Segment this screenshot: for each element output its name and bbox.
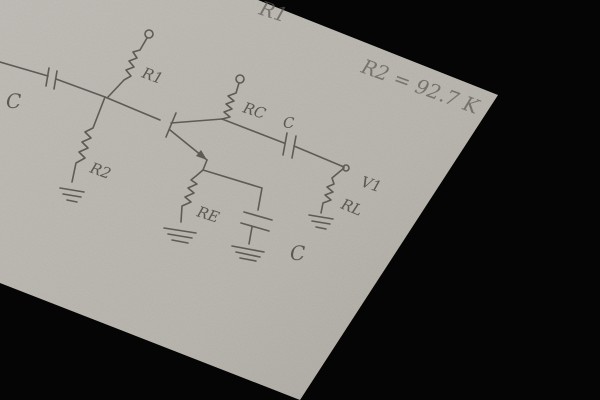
- label-c-out: C: [283, 114, 295, 132]
- paper-grain: [0, 0, 498, 400]
- resistor-rc: [221, 74, 245, 120]
- emitter-bus: [202, 169, 263, 211]
- base-wire: [104, 96, 161, 121]
- resistor-re: [163, 169, 204, 244]
- transistor-bjt: [165, 112, 223, 161]
- bypass-capacitor: [231, 211, 273, 262]
- resistor-r2: [59, 96, 106, 203]
- label-c-in: C: [6, 89, 21, 113]
- resistor-rl: [308, 167, 345, 230]
- resistor-r1: [107, 29, 154, 98]
- output-capacitor: [282, 132, 345, 168]
- emitter-wire: [202, 159, 208, 171]
- collector-wire: [221, 118, 285, 144]
- label-v1: V1: [359, 173, 384, 196]
- input-capacitor: [0, 61, 106, 98]
- label-c-e: C: [290, 241, 305, 265]
